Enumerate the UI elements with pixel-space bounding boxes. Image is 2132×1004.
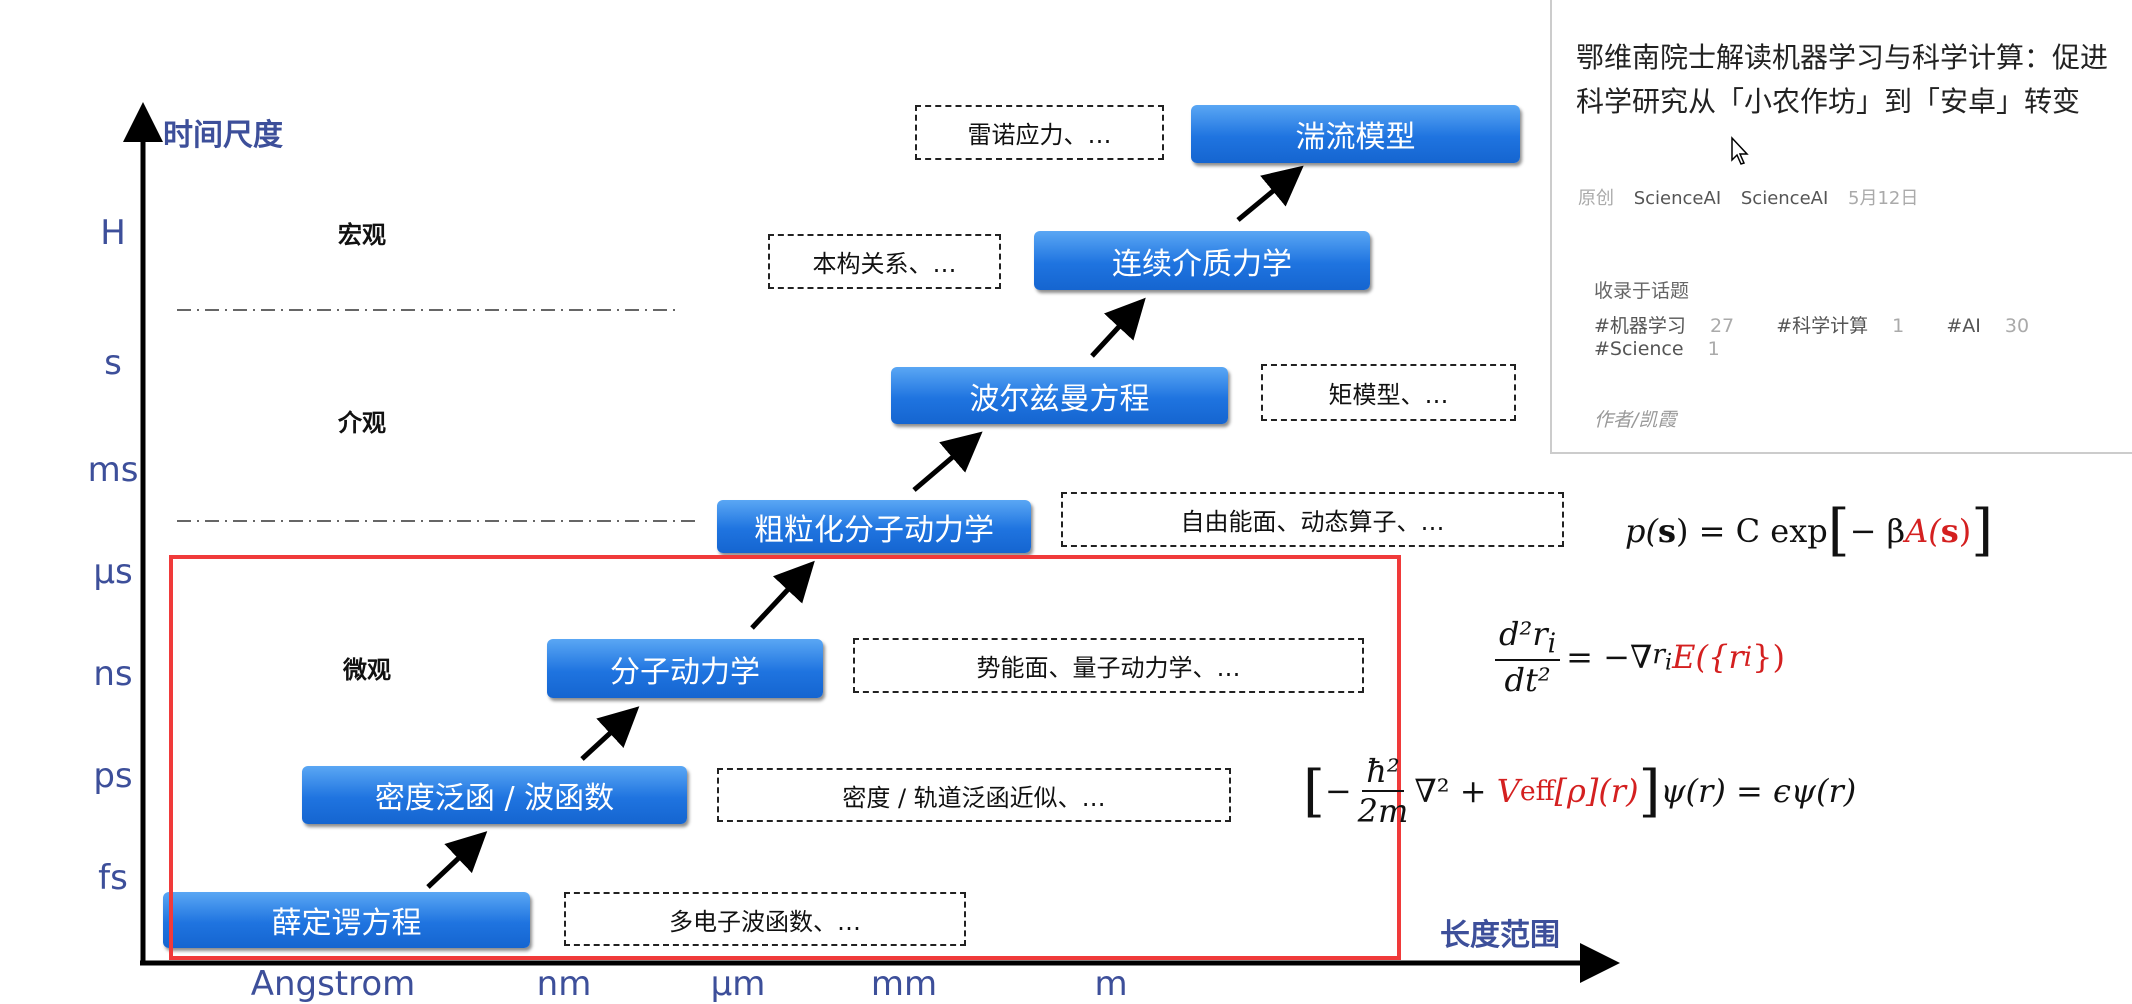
region-meso: 介观 xyxy=(338,409,386,437)
model-boltzmann: 波尔兹曼方程 xyxy=(891,367,1228,424)
model-dft: 密度泛函 / 波函数 xyxy=(302,766,687,824)
region-macro: 宏观 xyxy=(338,221,386,249)
y-tick: ms xyxy=(87,450,139,490)
author-name: ScienceAI xyxy=(1740,188,1829,209)
topics-label: 收录于话题 xyxy=(1594,280,1690,302)
topic-tag[interactable]: #科学计算 1 xyxy=(1776,315,1905,337)
arrow xyxy=(426,831,488,889)
article-title[interactable]: 鄂维南院士解读机器学习与科学计算：促进科学研究从「小农作坊」到「安卓」转变 xyxy=(1576,41,2109,118)
original-label: 原创 xyxy=(1578,188,1614,209)
model-turbulence: 湍流模型 xyxy=(1191,105,1520,163)
y-axis-label: 时间尺度 xyxy=(163,118,283,153)
topic-tag[interactable]: #机器学习 27 xyxy=(1594,315,1735,337)
article-card[interactable]: 鄂维南院士解读机器学习与科学计算：促进科学研究从「小农作坊」到「安卓」转变 原创… xyxy=(1550,0,2132,454)
note-cgmd: 自由能面、动态算子、… xyxy=(1061,492,1564,547)
model-md: 分子动力学 xyxy=(547,639,823,698)
topic-tag[interactable]: #Science 1 xyxy=(1594,338,1720,360)
arrow xyxy=(580,706,640,761)
model-cgmd: 粗粒化分子动力学 xyxy=(717,500,1031,553)
note-md: 势能面、量子动力学、… xyxy=(853,638,1364,693)
arrow xyxy=(1090,297,1146,358)
y-tick: s xyxy=(104,343,122,383)
note-schrodinger: 多电子波函数、… xyxy=(564,892,966,946)
formula-boltzmann: p(s) = C exp [− β A(s)] xyxy=(1625,498,1994,563)
article-meta: 原创 ScienceAI ScienceAI 5月12日 xyxy=(1578,184,1932,210)
account-link[interactable]: ScienceAI xyxy=(1633,188,1722,209)
region-micro: 微观 xyxy=(343,656,391,684)
model-continuum: 连续介质力学 xyxy=(1034,231,1370,290)
mouse-cursor-icon xyxy=(1731,136,1749,165)
publish-date: 5月12日 xyxy=(1848,188,1919,209)
model-schrodinger: 薛定谔方程 xyxy=(163,892,530,948)
arrow xyxy=(1236,165,1304,222)
x-tick: nm xyxy=(536,964,592,1004)
x-tick: μm xyxy=(710,964,766,1004)
note-boltzmann: 矩模型、… xyxy=(1261,364,1516,421)
note-continuum: 本构关系、… xyxy=(768,234,1001,289)
note-dft: 密度 / 轨道泛函近似、… xyxy=(717,768,1231,822)
y-tick: ns xyxy=(93,654,133,694)
arrow xyxy=(750,560,815,630)
y-tick: ps xyxy=(93,756,133,796)
highlight-rectangle xyxy=(169,555,1401,960)
progression-arrows xyxy=(426,165,1304,889)
axes xyxy=(123,102,1620,983)
note-turbulence: 雷诺应力、… xyxy=(915,105,1164,160)
x-tick: m xyxy=(1094,964,1128,1004)
y-tick: μs xyxy=(93,552,133,592)
topic-tags: #机器学习 27 #科学计算 1 #AI 30 #Science 1 xyxy=(1594,311,2132,360)
article-byline: 作者/凯霞 xyxy=(1594,409,1677,431)
y-tick: fs xyxy=(98,858,128,898)
x-tick: mm xyxy=(870,964,938,1004)
y-tick: H xyxy=(100,213,126,253)
arrow xyxy=(912,431,983,492)
x-axis-label: 长度范围 xyxy=(1440,918,1560,953)
x-tick: Angstrom xyxy=(250,964,416,1004)
topic-tag[interactable]: #AI 30 xyxy=(1946,315,2030,337)
